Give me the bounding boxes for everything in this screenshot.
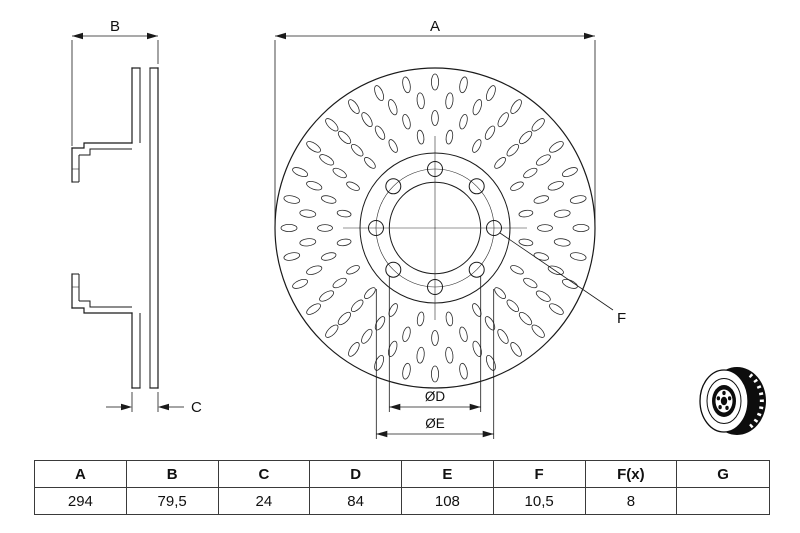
col-header-c: C: [218, 461, 311, 488]
dim-label-d: ØD: [425, 389, 446, 404]
value-b: 79,5: [127, 488, 219, 514]
dim-label-b: B: [110, 18, 120, 35]
outer-diameter-circle: [274, 67, 596, 389]
col-header-fx: F(x): [585, 461, 678, 488]
callout-f: F: [499, 232, 626, 327]
front-view: [274, 67, 596, 389]
dim-label-e: ØE: [425, 416, 445, 431]
value-d: 84: [310, 488, 402, 514]
col-header-b: B: [126, 461, 219, 488]
drawing-canvas: A B C ØD: [71, 18, 766, 439]
col-header-a: A: [35, 461, 127, 488]
cross-section-view: [71, 67, 159, 389]
value-a: 294: [35, 488, 127, 514]
col-header-g: G: [677, 461, 769, 488]
vent-slots: [748, 373, 764, 429]
col-header-d: D: [310, 461, 402, 488]
dimension-a: A: [274, 18, 596, 226]
value-g: [677, 488, 769, 514]
brake-disc-3d-icon: [699, 367, 766, 435]
dimension-e: ØE: [375, 289, 495, 439]
value-e: 108: [402, 488, 494, 514]
value-fx: 8: [586, 488, 678, 514]
col-header-f: F: [493, 461, 586, 488]
value-f: 10,5: [494, 488, 586, 514]
dimension-table: A B C D E F F(x) G 294 79,5 24 84 108 10…: [34, 460, 770, 515]
dimension-d: ØD: [388, 276, 482, 412]
dimension-b: B: [71, 18, 159, 146]
dim-label-c: C: [191, 399, 202, 416]
dimension-c: C: [106, 392, 202, 416]
col-header-e: E: [402, 461, 494, 488]
dim-label-a: A: [430, 18, 440, 35]
value-c: 24: [219, 488, 311, 514]
bolt-holes: [368, 161, 502, 295]
dim-label-f: F: [617, 310, 626, 327]
friction-surface-dimples: [280, 73, 590, 383]
